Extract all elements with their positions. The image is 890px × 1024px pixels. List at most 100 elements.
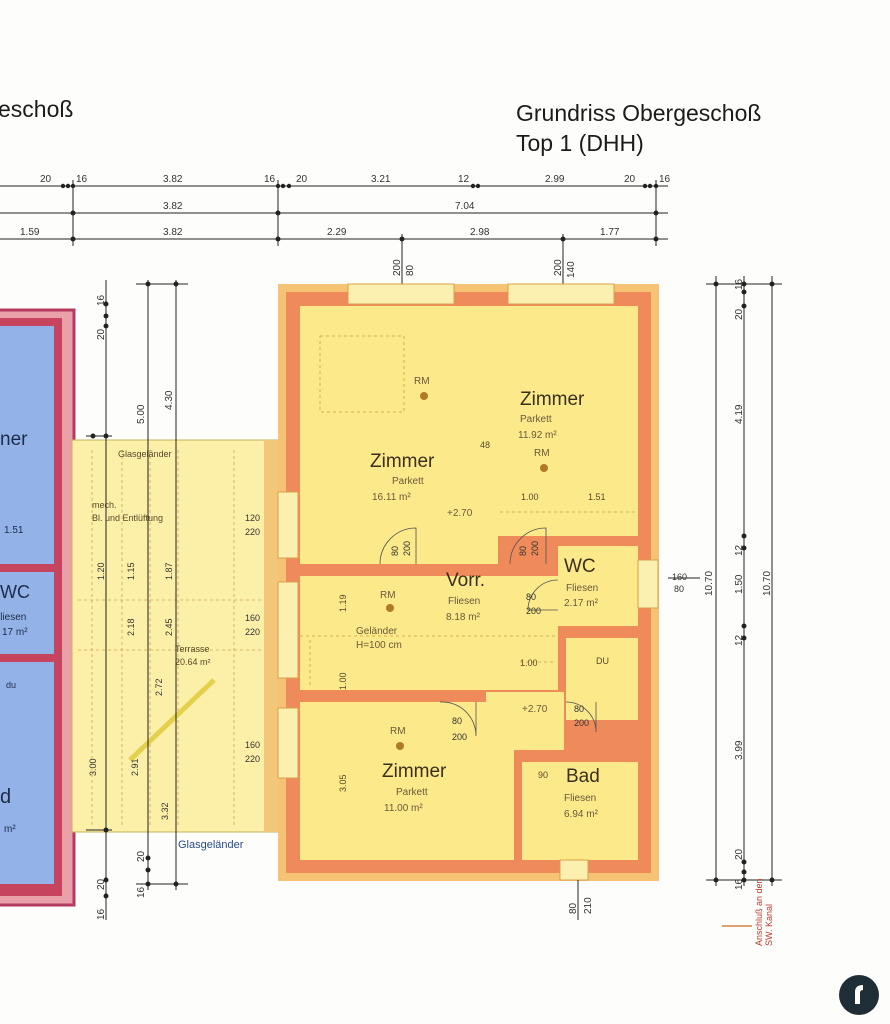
terr-dim: 3.32 xyxy=(160,802,170,820)
door-w: 120 xyxy=(245,513,260,523)
glasgelaender-top: Glasgeländer xyxy=(118,449,172,459)
height-mark-1: +2.70 xyxy=(447,508,473,519)
dim-100c: 1.00 xyxy=(520,658,538,668)
door-h: 200 xyxy=(526,606,541,616)
dim-label: 7.04 xyxy=(455,201,475,212)
dim-label: 2.98 xyxy=(470,227,490,238)
dim-label: 80 xyxy=(405,264,416,276)
dim-label: 20 xyxy=(624,174,636,185)
dim-label: 16 xyxy=(76,174,88,185)
door-w: 80 xyxy=(518,546,528,556)
dim-label: 16 xyxy=(659,174,671,185)
door-w: 80 xyxy=(390,546,400,556)
dim-label: 200 xyxy=(553,259,564,276)
dim-label: 2.99 xyxy=(545,174,565,185)
dim-label: 16 xyxy=(734,878,745,890)
red-note-2: SW. Kanal xyxy=(764,904,774,946)
vorr-area: 8.18 m² xyxy=(446,612,481,623)
title-right: Grundriss Obergeschoß Top 1 (DHH) xyxy=(516,98,761,158)
logo-icon xyxy=(839,975,879,1015)
dim-label: 4.19 xyxy=(734,404,745,424)
main-house xyxy=(277,283,659,881)
zimmer3-name: Zimmer xyxy=(382,761,447,782)
door-w: 80 xyxy=(526,592,536,602)
dim-label: 12 xyxy=(734,634,745,646)
rm-label: RM xyxy=(414,376,430,387)
left-unit-bad-area: m² xyxy=(4,824,16,835)
dim-label: 20 xyxy=(40,174,52,185)
terrace-name: Terrasse xyxy=(175,644,210,654)
rm-marker-icon xyxy=(420,392,428,400)
rm-marker-icon xyxy=(386,604,394,612)
door-labels: 80 200 80 200 80 200 80 200 80 200 160 8… xyxy=(390,541,687,742)
rm-marker-icon xyxy=(540,464,548,472)
left-unit-zimmer: ner xyxy=(0,429,28,450)
dim-100a: 1.00 xyxy=(521,492,539,502)
left-unit-wc-area: 17 m² xyxy=(2,627,28,638)
terr-dim: 2.72 xyxy=(154,678,164,696)
dim-label: 4.30 xyxy=(164,390,175,410)
top-dimensions xyxy=(0,180,668,296)
dim-151: 1.51 xyxy=(588,492,606,502)
dim-label: 10.70 xyxy=(704,571,715,596)
door-h: 200 xyxy=(530,541,540,556)
bad-name: Bad xyxy=(566,766,600,787)
left-unit-dim: 1.51 xyxy=(4,525,24,536)
dim-label: 1.50 xyxy=(734,574,745,594)
dim-label: 20 xyxy=(96,878,107,890)
dim-label: 3.82 xyxy=(163,174,183,185)
dim-100b: 1.00 xyxy=(338,672,348,690)
bad-floor: Fliesen xyxy=(564,793,596,804)
dim-label: 200 xyxy=(392,259,403,276)
terrace: Glasgeländer mech. Bl. und Entlüftung Te… xyxy=(71,439,279,851)
zimmer2-name: Zimmer xyxy=(520,389,585,410)
terr-dim: 2.18 xyxy=(126,618,136,636)
dim-label: 2.29 xyxy=(327,227,347,238)
zimmer1-area: 16.11 m² xyxy=(372,492,411,503)
right-dimensions xyxy=(668,276,782,886)
glasgelaender-bottom: Glasgeländer xyxy=(178,839,244,851)
dim-label: 20 xyxy=(734,308,745,320)
door-h: 200 xyxy=(402,541,412,556)
left-unit-bad: d xyxy=(0,786,11,808)
room-bad xyxy=(522,762,638,860)
door-h: 200 xyxy=(574,718,589,728)
height-mark-2: +2.70 xyxy=(522,704,548,715)
terr-dim: 2.91 xyxy=(130,758,140,776)
left-vertical-dimensions xyxy=(86,280,188,920)
dim-label: 1.77 xyxy=(600,227,620,238)
door-w: 160 xyxy=(672,572,687,582)
door-h: 220 xyxy=(245,754,260,764)
zimmer1-floor: Parkett xyxy=(392,476,424,487)
room-zimmer-3 xyxy=(300,702,514,860)
room-zimmer-1 xyxy=(300,306,498,564)
wc-floor: Fliesen xyxy=(566,583,598,594)
title-line2: Top 1 (DHH) xyxy=(516,130,644,156)
left-unit-wc-floor: lliesen xyxy=(0,612,26,623)
title-left-partial: eschoß xyxy=(0,96,74,122)
red-note-1: Anschluß an den xyxy=(754,878,764,946)
door-w: 80 xyxy=(574,704,584,714)
dim-label: 210 xyxy=(583,897,594,914)
dim-label: 3.82 xyxy=(163,227,183,238)
gutter-note1: mech. xyxy=(92,500,117,510)
top-dimension-labels: 20 16 3.82 16 20 3.21 12 2.99 20 16 3.82… xyxy=(20,174,671,278)
rm-label: RM xyxy=(390,726,406,737)
dim-label: 16 xyxy=(96,294,107,306)
bad-area: 6.94 m² xyxy=(564,809,599,820)
door-h: 220 xyxy=(245,627,260,637)
dim-label: 10.70 xyxy=(762,571,773,596)
vorr-floor: Fliesen xyxy=(448,596,480,607)
dim-label: 16 xyxy=(96,908,107,920)
dim-label: 12 xyxy=(734,544,745,556)
rm-label: RM xyxy=(534,448,550,459)
dim-label: 12 xyxy=(458,174,470,185)
rm-marker-icon xyxy=(396,742,404,750)
room-vorraum xyxy=(300,576,558,690)
dim-305: 3.05 xyxy=(338,774,348,792)
title-line1: Grundriss Obergeschoß xyxy=(516,100,762,126)
door-w: 160 xyxy=(245,740,260,750)
dim-119: 1.19 xyxy=(338,594,348,612)
bottom-dimensions: 80 210 Anschluß an den SW. Kanal xyxy=(568,878,774,946)
